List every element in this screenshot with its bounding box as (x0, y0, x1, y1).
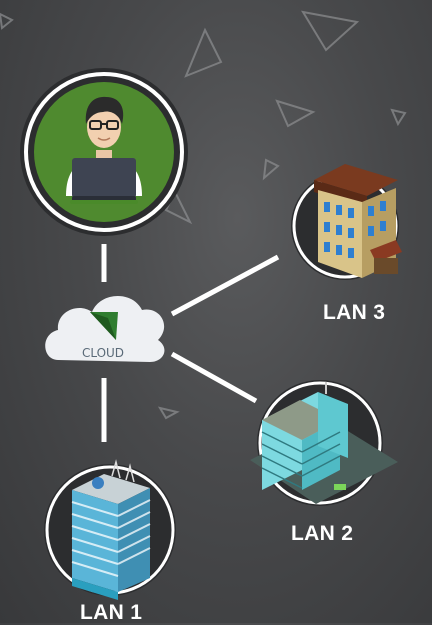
lan1-label: LAN 1 (80, 601, 143, 624)
lan2-label: LAN 2 (291, 522, 354, 545)
decorative-triangles (0, 10, 407, 420)
lan2-node[interactable] (250, 380, 398, 506)
connectors (101, 244, 280, 442)
cloud-node[interactable] (45, 295, 165, 362)
apartment-building-icon (314, 164, 402, 278)
lan3-node[interactable] (291, 164, 402, 280)
lan3-label: LAN 3 (323, 301, 386, 324)
cloud-icon (45, 295, 165, 362)
connector-cloud-lan3 (170, 254, 280, 317)
cloud-label: CLOUD (81, 346, 125, 360)
user-at-laptop-icon (66, 96, 142, 204)
user-node[interactable] (20, 68, 188, 236)
office-tower-icon (71, 459, 151, 600)
connector-cloud-lan2 (170, 351, 258, 404)
office-complex-icon (250, 382, 398, 504)
lan1-node[interactable] (44, 459, 176, 600)
